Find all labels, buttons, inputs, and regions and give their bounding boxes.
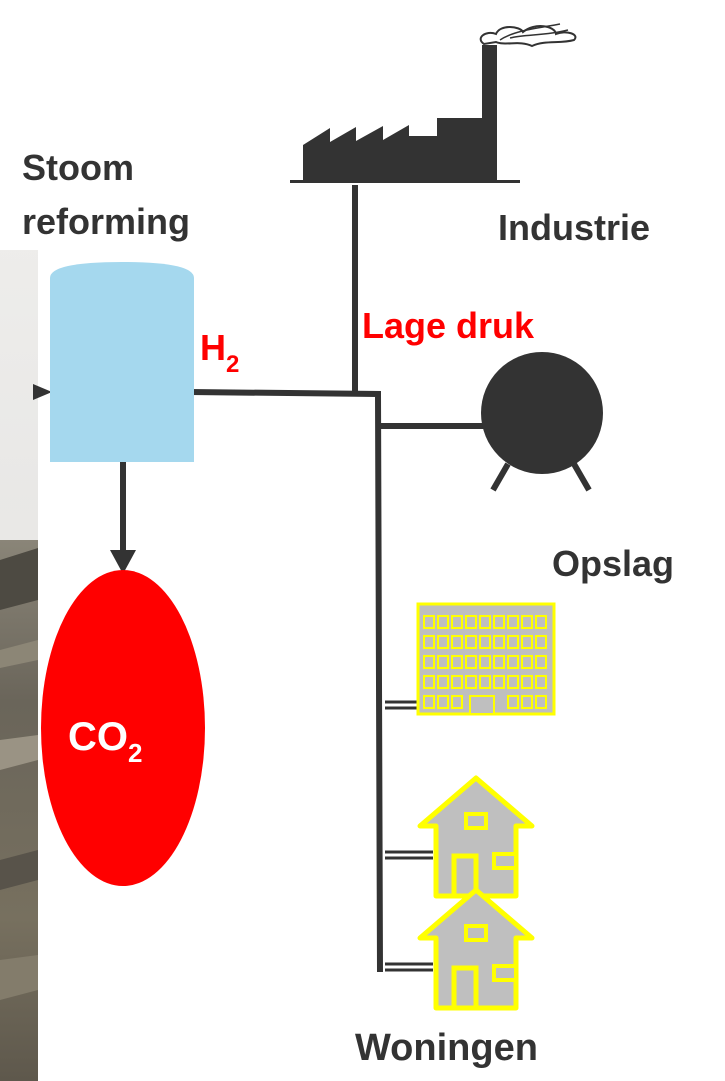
- window: [535, 655, 547, 669]
- factory-icon: [290, 23, 577, 183]
- h2-label: H2: [200, 327, 239, 378]
- industry-label: Industrie: [498, 207, 650, 248]
- house-icon: [420, 778, 532, 896]
- steam-reforming-label-line2: reforming: [22, 201, 190, 242]
- co2-label: CO2: [68, 715, 142, 768]
- window: [479, 615, 491, 629]
- window: [535, 615, 547, 629]
- apartment-building-icon: [416, 602, 556, 716]
- window: [437, 635, 449, 649]
- window: [479, 675, 491, 689]
- window: [479, 655, 491, 669]
- window: [521, 675, 533, 689]
- window: [507, 615, 519, 629]
- window: [423, 635, 435, 649]
- co2-tank: [41, 570, 205, 886]
- window: [465, 635, 477, 649]
- window: [535, 675, 547, 689]
- window: [451, 655, 463, 669]
- window: [451, 675, 463, 689]
- window: [493, 635, 505, 649]
- window: [521, 615, 533, 629]
- window: [507, 675, 519, 689]
- window: [437, 615, 449, 629]
- window: [465, 675, 477, 689]
- window: [423, 675, 435, 689]
- apartment-windows: [423, 615, 547, 709]
- steam-reforming-label-line1: Stoom: [22, 147, 134, 188]
- window: [521, 655, 533, 669]
- window: [465, 655, 477, 669]
- low-pressure-label: Lage druk: [362, 305, 535, 346]
- window: [493, 655, 505, 669]
- window: [437, 655, 449, 669]
- reformer-tank: [50, 262, 194, 462]
- storage-tank-icon: [481, 352, 603, 492]
- window: [521, 695, 533, 709]
- window: [437, 695, 449, 709]
- window: [451, 615, 463, 629]
- window: [507, 695, 519, 709]
- pipe-network: [33, 185, 490, 973]
- window: [535, 635, 547, 649]
- house-icon: [420, 890, 532, 1008]
- homes-label: Woningen: [355, 1027, 538, 1069]
- window: [423, 655, 435, 669]
- window: [507, 655, 519, 669]
- window: [465, 615, 477, 629]
- window: [521, 635, 533, 649]
- window: [493, 615, 505, 629]
- window: [423, 695, 435, 709]
- window: [493, 675, 505, 689]
- window: [479, 635, 491, 649]
- window: [437, 675, 449, 689]
- window: [451, 695, 463, 709]
- window: [451, 635, 463, 649]
- storage-label: Opslag: [552, 543, 674, 584]
- window: [423, 615, 435, 629]
- window: [535, 695, 547, 709]
- window: [507, 635, 519, 649]
- background-photo: [0, 250, 38, 1081]
